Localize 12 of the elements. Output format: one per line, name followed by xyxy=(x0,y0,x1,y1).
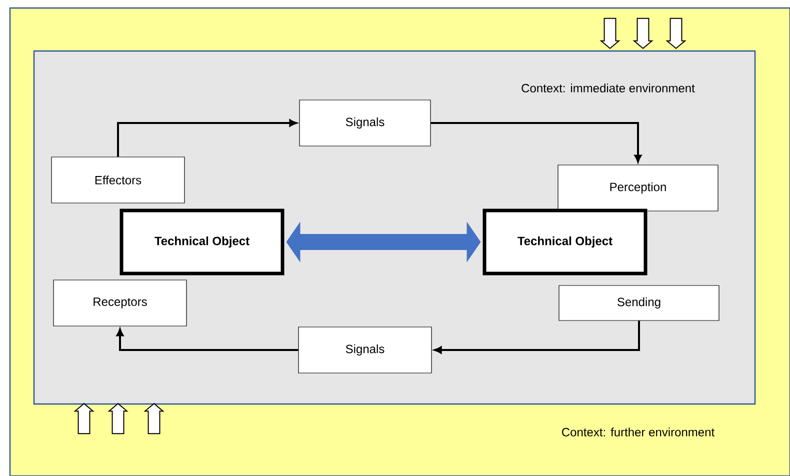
process-box: Signals xyxy=(299,100,431,146)
arrow xyxy=(117,119,297,157)
process-box: Effectors xyxy=(51,156,185,204)
arrow xyxy=(430,122,642,162)
process-box: Receptors xyxy=(53,280,187,326)
object-box: Technical Object xyxy=(120,208,284,276)
arrow xyxy=(434,320,640,354)
process-box: Sending xyxy=(558,285,720,321)
arrow xyxy=(116,328,298,351)
process-box: Perception xyxy=(558,164,718,212)
process-box: Signals xyxy=(298,326,432,374)
object-box: Technical Object xyxy=(482,208,648,276)
